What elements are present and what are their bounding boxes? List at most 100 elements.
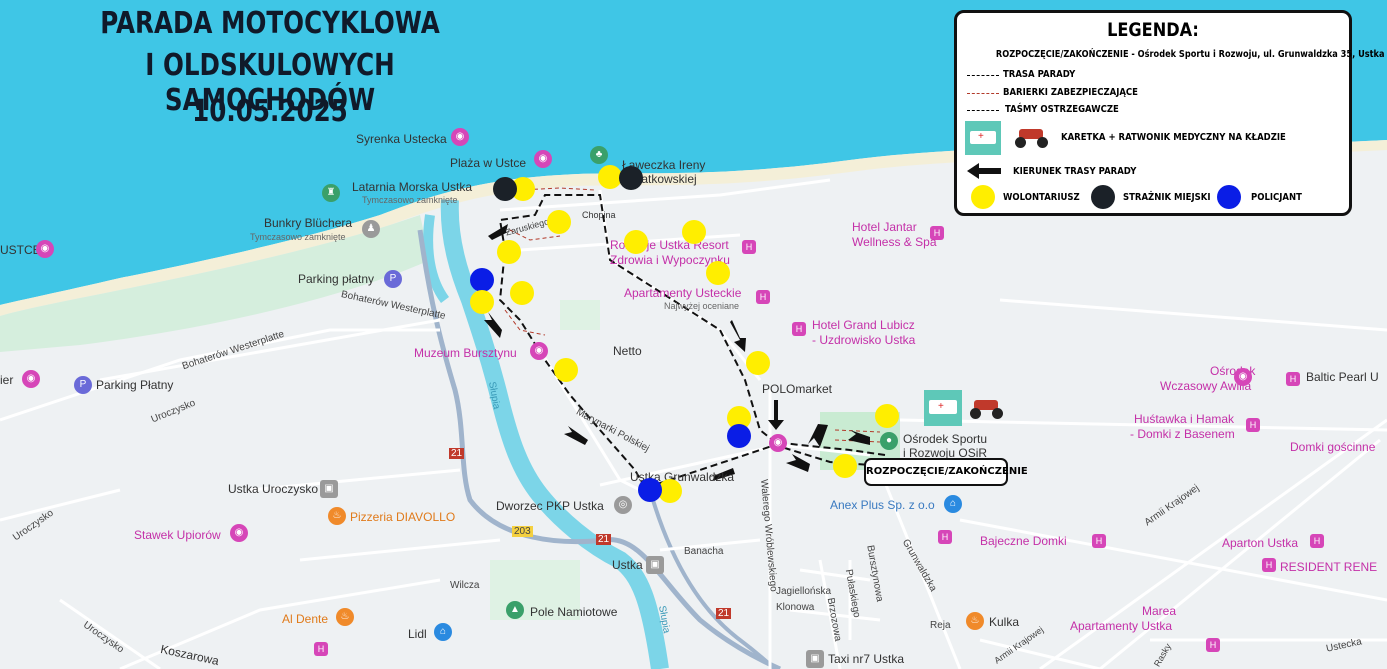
label-anex: Anex Plus Sp. z o.o (830, 498, 935, 512)
legend-box: LEGENDA: ROZPOCZĘCIE/ZAKOŃCZENIE - Ośrod… (954, 10, 1385, 216)
guard-marker[interactable] (619, 166, 643, 190)
hotel-icon[interactable]: H (1286, 372, 1300, 386)
road-sign-21: 21 (716, 608, 732, 619)
parking-icon[interactable]: P (384, 270, 402, 288)
poi-marker[interactable]: ◉ (769, 434, 787, 452)
label-domki-goscinne: Domki gościnne (1290, 440, 1376, 454)
hotel-icon[interactable]: H (1246, 418, 1260, 432)
legend-police: POLICJANT (1251, 192, 1302, 203)
label-aparton: Aparton Ustka (1222, 536, 1299, 550)
arrow-9 (488, 224, 512, 240)
legend-route: TRASA PARADY (1003, 69, 1076, 80)
taxi-icon[interactable]: ▣ (806, 650, 824, 668)
volunteer-marker[interactable] (497, 240, 521, 264)
volunteer-marker[interactable] (875, 404, 899, 428)
quad-icon[interactable] (968, 396, 1006, 420)
hotel-icon[interactable]: H (1092, 534, 1106, 548)
restaurant-icon[interactable]: ♨ (336, 608, 354, 626)
bus-icon[interactable]: ▣ (320, 480, 338, 498)
label-jantar-1: Hotel Jantar (852, 220, 917, 234)
volunteer-marker[interactable] (554, 358, 578, 382)
hotel-icon[interactable]: H (792, 322, 806, 336)
street-chopina: Chopina (582, 210, 616, 220)
hotel-icon[interactable]: H (742, 240, 756, 254)
camera-icon[interactable]: ◉ (451, 128, 469, 146)
restaurant-icon[interactable]: ♨ (966, 612, 984, 630)
park-icon[interactable]: ♣ (590, 146, 608, 164)
parking-icon[interactable]: P (74, 376, 92, 394)
label-jantar-2: Wellness & Spa (852, 235, 937, 249)
legend-barrier-line (967, 93, 999, 94)
resort-icon[interactable]: ◉ (1234, 368, 1252, 386)
legend-route-line (967, 75, 999, 76)
station-icon[interactable]: ◎ (614, 496, 632, 514)
police-marker[interactable] (638, 478, 662, 502)
volunteer-marker[interactable] (598, 165, 622, 189)
police-marker[interactable] (727, 424, 751, 448)
arrow-7 (564, 426, 588, 445)
hotel-icon[interactable]: H (930, 226, 944, 240)
label-lidl: Lidl (408, 627, 427, 641)
arrow-3 (786, 454, 810, 472)
volunteer-marker[interactable] (833, 454, 857, 478)
hotel-icon[interactable]: H (1262, 558, 1276, 572)
museum-icon[interactable]: ◉ (530, 342, 548, 360)
shop-icon[interactable]: ⌂ (944, 495, 962, 513)
label-taxi: Taxi nr7 Ustka (828, 652, 905, 666)
volunteer-marker[interactable] (682, 220, 706, 244)
volunteer-marker[interactable] (470, 290, 494, 314)
label-osir-1: Ośrodek Sportu (903, 432, 988, 446)
label-al-dente: Al Dente (282, 612, 329, 626)
hotel-icon[interactable]: H (1310, 534, 1324, 548)
volunteer-marker[interactable] (624, 230, 648, 254)
police-marker[interactable] (470, 268, 494, 292)
legend-guard: STRAŻNIK MIEJSKI (1123, 192, 1211, 203)
legend-tape-line (967, 110, 999, 111)
volunteer-marker[interactable] (746, 351, 770, 375)
legend-barriers: BARIERKI ZABEZPIECZAJĄCE (1003, 87, 1138, 98)
museum-icon[interactable]: ♟ (362, 220, 380, 238)
volunteer-swatch (971, 185, 995, 209)
label-apartamenty: Apartamenty Usteckie (624, 286, 742, 300)
label-grand-1: Hotel Grand Lubicz (812, 318, 915, 332)
street-klonowa: Klonowa (776, 602, 815, 613)
legend-volunteer: WOLONTARIUSZ (1003, 192, 1080, 203)
label-latarnia: Latarnia Morska Ustka (352, 180, 473, 194)
label-ier: ier (0, 373, 14, 387)
hotel-icon[interactable]: H (938, 530, 952, 544)
campsite-icon[interactable]: ▲ (506, 601, 524, 619)
ambulance-icon: + (965, 121, 1001, 155)
lighthouse-icon[interactable]: ♜ (322, 184, 340, 202)
street-reja: Reja (930, 620, 951, 631)
volunteer-marker[interactable] (658, 479, 682, 503)
arrow-2 (808, 424, 828, 447)
hotel-icon[interactable]: H (314, 642, 328, 656)
camera-icon[interactable]: ◉ (22, 370, 40, 388)
camera-icon[interactable]: ◉ (534, 150, 552, 168)
ambulance-icon[interactable]: + (924, 390, 962, 426)
volunteer-marker[interactable] (547, 210, 571, 234)
label-uroczysko-bus: Ustka Uroczysko (228, 482, 319, 496)
legend-start-end: ROZPOCZĘCIE/ZAKOŃCZENIE - Ośrodek Sportu… (995, 49, 1385, 60)
label-stawek: Stawek Upiorów (134, 528, 221, 542)
label-parking-platny: Parking płatny (298, 272, 375, 286)
coastal-woods (0, 215, 430, 352)
shop-icon[interactable]: ⌂ (434, 623, 452, 641)
volunteer-marker[interactable] (706, 261, 730, 285)
label-parking-2: Parking Płatny (96, 378, 174, 392)
camera-icon[interactable]: ◉ (36, 240, 54, 258)
hotel-icon[interactable]: H (1206, 638, 1220, 652)
label-laweczka-1: Ławeczka Ireny (622, 158, 706, 172)
volunteer-marker[interactable] (510, 281, 534, 305)
restaurant-icon[interactable]: ♨ (328, 507, 346, 525)
camera-icon[interactable]: ◉ (230, 524, 248, 542)
hotel-icon[interactable]: H (756, 290, 770, 304)
guard-marker[interactable] (493, 177, 517, 201)
label-hustawka-2: - Domki z Basenem (1130, 427, 1235, 441)
label-bunkry-status: Tymczasowo zamknięte (250, 232, 346, 242)
arrow-left-icon (967, 163, 1001, 179)
sports-center-icon[interactable]: ● (880, 432, 898, 450)
train-icon[interactable]: ▣ (646, 556, 664, 574)
legend-title: LEGENDA: (1107, 19, 1199, 41)
title-date: 10.05.2025 (192, 94, 348, 129)
